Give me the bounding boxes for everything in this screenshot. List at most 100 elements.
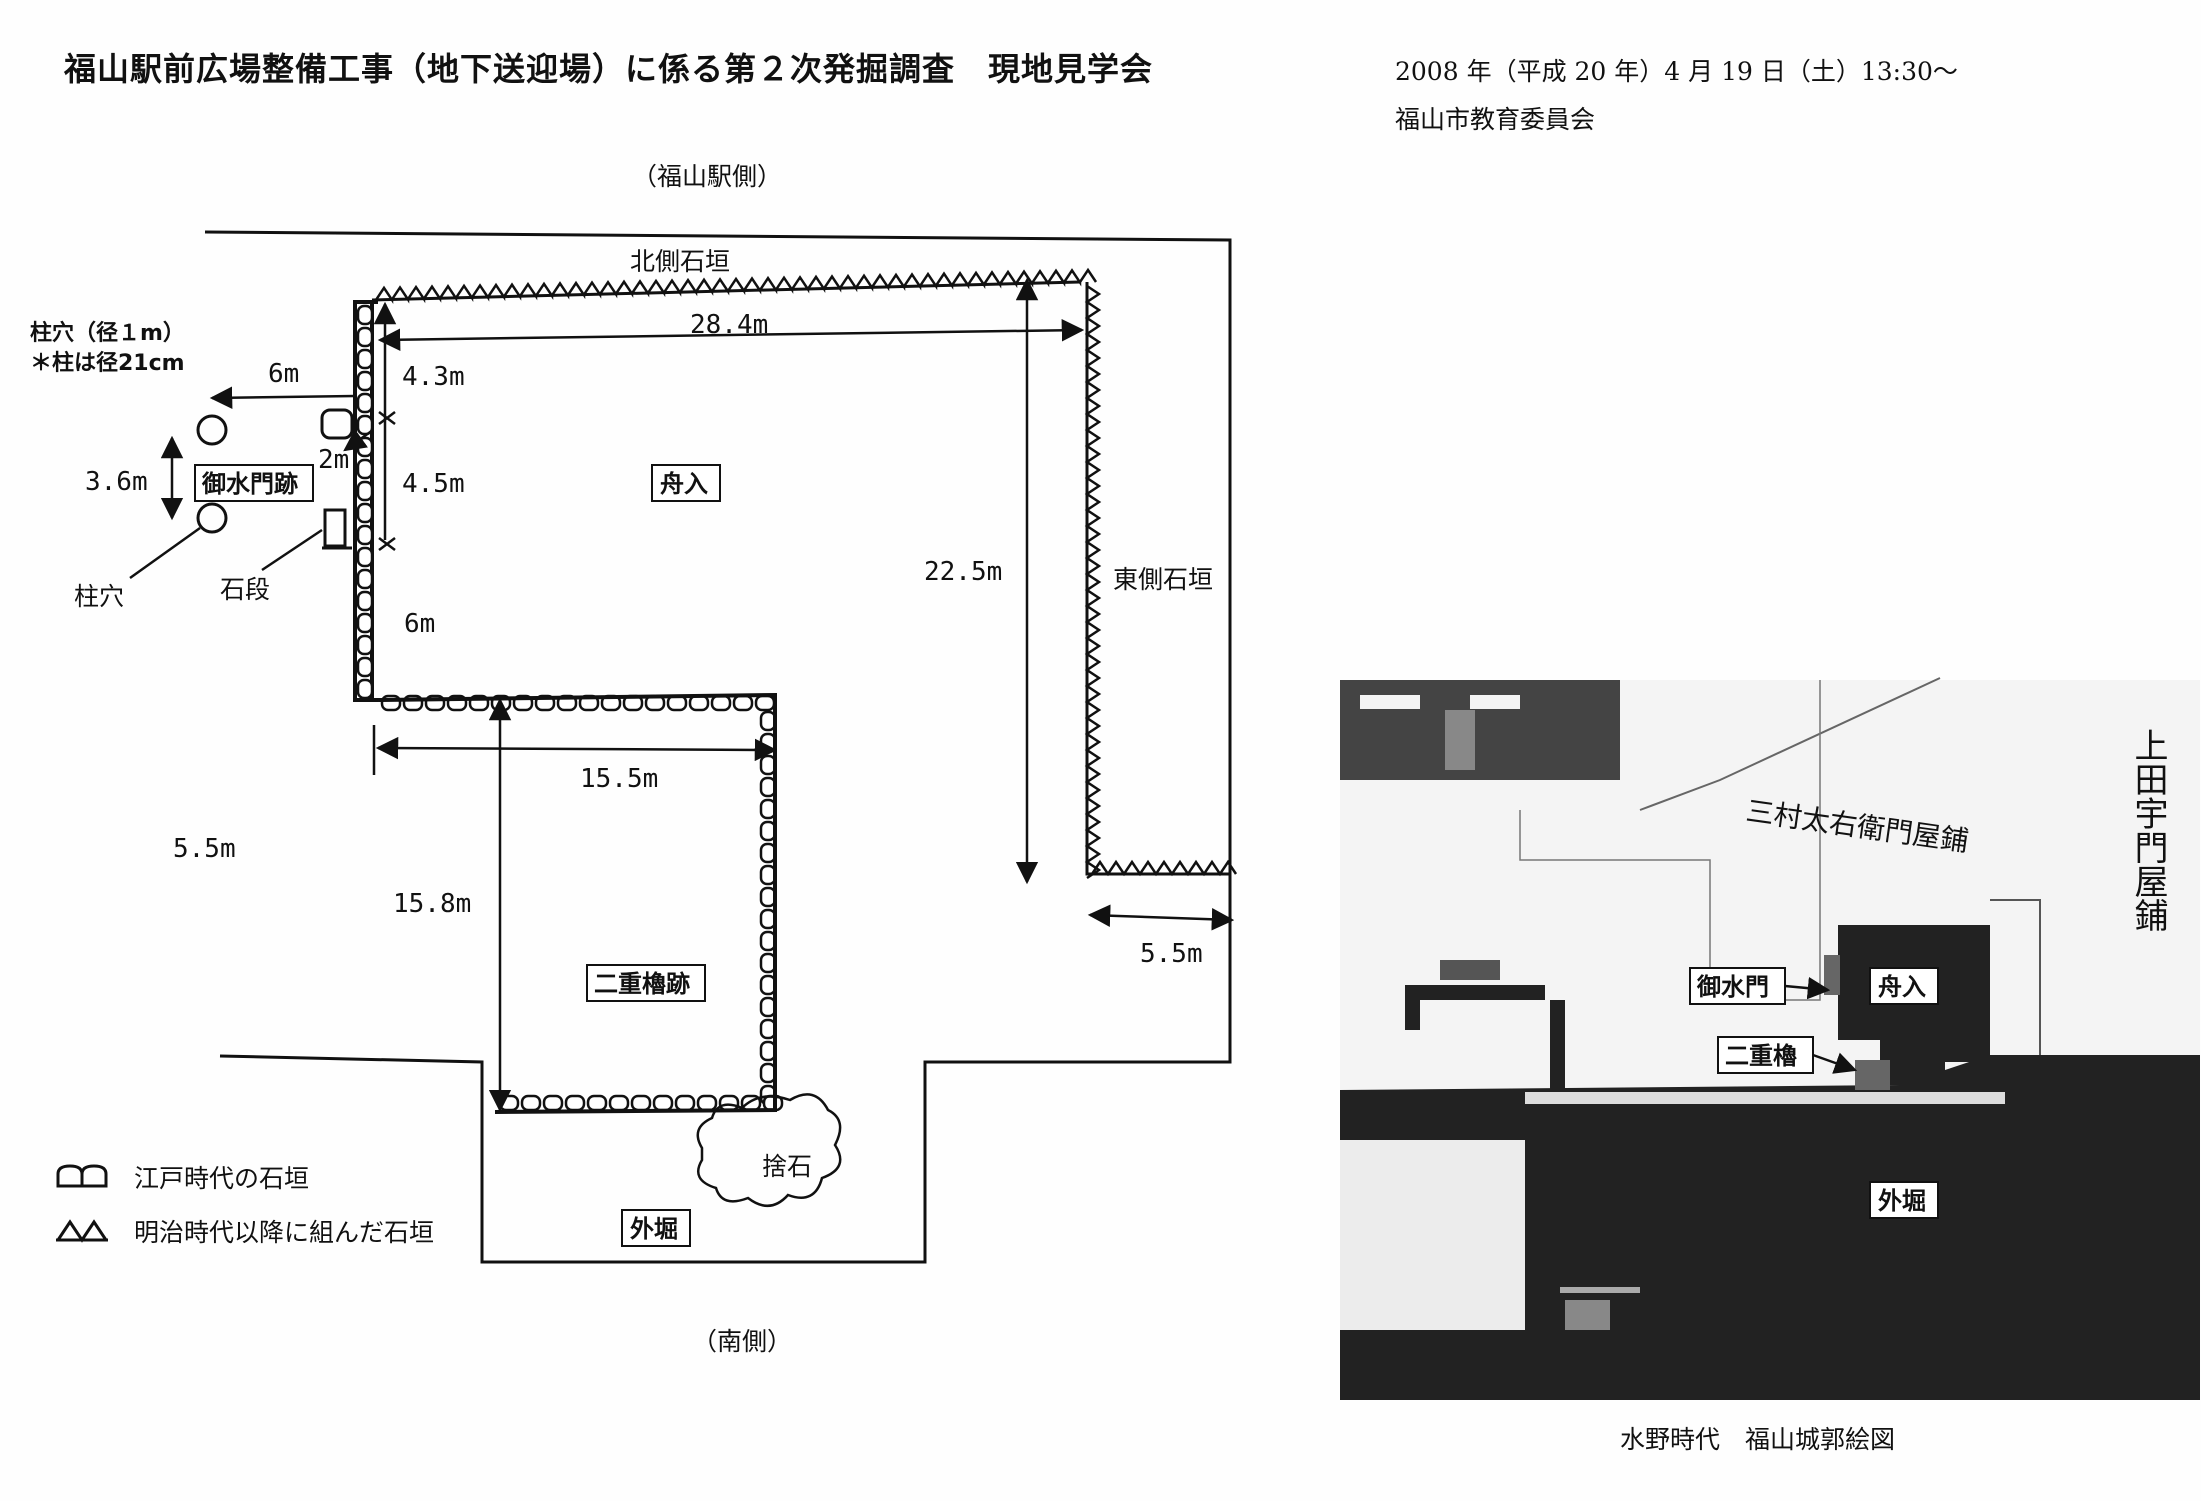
edo-wall-west [353, 300, 378, 702]
edo-stone [759, 798, 777, 820]
edo-stone [759, 776, 777, 798]
meiji-wall-north [371, 280, 1081, 302]
edo-stone [356, 590, 374, 612]
legend: 江戸時代の石垣 明治時代以降に組んだ石垣 [56, 1164, 434, 1247]
edo-stone [356, 568, 374, 590]
edo-stone [356, 348, 374, 370]
edo-stone [630, 1094, 652, 1112]
meiji-triangle [374, 267, 1098, 305]
east-wall-label: 東側石垣 [1113, 565, 1213, 594]
gomizumon-label: 御水門跡 [201, 470, 298, 498]
pillar-holes [196, 414, 228, 534]
dim-3-6: 3.6m [85, 467, 148, 497]
edo-stone [759, 1018, 777, 1040]
edo-stone [356, 326, 374, 348]
edo-stone [732, 694, 754, 712]
meiji-triangle [1090, 859, 1238, 877]
edo-stone [356, 678, 374, 700]
dimension-ticks [378, 411, 396, 551]
edo-legend-symbol [56, 1164, 108, 1188]
edo-stone [542, 1094, 564, 1112]
dim-5-5-left: 5.5m [173, 834, 236, 864]
area-box-sotobori: 外堀 [621, 1209, 691, 1247]
nijuyagura-label: 二重櫓跡 [594, 970, 690, 998]
dim-4-3: 4.3m [402, 362, 465, 392]
south-side-label: （南側） [692, 1327, 792, 1356]
map-label-sotobori: 外堀 [1869, 1181, 1939, 1219]
event-date: 2008 年（平成 20 年）4 月 19 日（土）13:30～ [1395, 57, 1958, 86]
edo-stone [586, 1094, 608, 1112]
map-label-funairi: 舟入 [1869, 967, 1939, 1005]
edo-stone [674, 1094, 696, 1112]
pillar-hole-label: 柱穴 [74, 582, 124, 611]
map-nijuyagura-text: 二重櫓 [1725, 1042, 1797, 1070]
map-nijuyagura-block [1855, 1060, 1890, 1090]
edo-stone [356, 458, 374, 480]
edo-stone [759, 1062, 777, 1084]
edo-stone [759, 886, 777, 908]
sotobori-label: 外堀 [630, 1215, 678, 1243]
legend-meiji: 明治時代以降に組んだ石垣 [134, 1218, 434, 1247]
map-funairi-text: 舟入 [1878, 973, 1926, 1001]
meiji-triangle [1084, 284, 1102, 880]
pillar-note: ＊柱は径21cm [30, 350, 185, 376]
edo-stone [759, 1040, 777, 1062]
edo-stone [356, 524, 374, 546]
edo-stone [356, 370, 374, 392]
north-wall-label: 北側石垣 [630, 247, 730, 276]
map-label-gomizumon: 御水門 [1689, 967, 1831, 1005]
stone-steps-symbol [320, 408, 354, 550]
funairi-label: 舟入 [660, 470, 708, 498]
site-boundary [204, 230, 1232, 1264]
area-box-gomizumon: 御水門跡 [194, 464, 314, 502]
edo-stone [564, 1094, 586, 1112]
edo-stone [356, 480, 374, 502]
edo-stone [356, 656, 374, 678]
edo-stone [759, 754, 777, 776]
dim-15-5: 15.5m [580, 764, 658, 794]
map-sotobori-text: 外堀 [1878, 1187, 1926, 1215]
edo-stone [759, 710, 777, 732]
edo-stone-pattern [356, 304, 784, 1112]
north-side-label: （福山駅側） [632, 162, 782, 191]
stone-steps-label: 石段 [220, 575, 270, 604]
edo-stone [520, 1094, 542, 1112]
dimension-lines [160, 277, 1235, 1113]
page-title: 福山駅前広場整備工事（地下送迎場）に係る第２次発掘調査 現地見学会 [64, 50, 1154, 88]
leader-lines [129, 526, 323, 580]
pillar-hole-size-label: 柱穴（径１m） [30, 320, 185, 346]
edo-stone [759, 974, 777, 996]
edo-stone [356, 546, 374, 568]
area-box-nijuyagura: 二重櫓跡 [586, 964, 706, 1002]
edo-stone [759, 930, 777, 952]
organizer: 福山市教育委員会 [1395, 105, 1596, 134]
edo-stone [356, 634, 374, 656]
dim-6-top: 6m [268, 359, 299, 389]
edo-stone [718, 1094, 740, 1112]
discarded-stone-cloud [696, 1093, 842, 1207]
map-gomizumon-text: 御水門 [1696, 973, 1769, 1001]
edo-stone [696, 1094, 718, 1112]
edo-stone [759, 908, 777, 930]
edo-stone [754, 694, 776, 712]
discarded-stones-label: 捨石 [762, 1152, 812, 1181]
edo-stone [759, 864, 777, 886]
meiji-legend-symbol [56, 1219, 108, 1243]
edo-wall-nijuyagura [377, 692, 777, 1114]
edo-stone [759, 996, 777, 1018]
edo-stone [710, 694, 732, 712]
dim-28-4: 28.4m [690, 310, 768, 340]
dim-22-5: 22.5m [924, 557, 1002, 587]
dim-5-5-right: 5.5m [1140, 939, 1203, 969]
legend-edo: 江戸時代の石垣 [134, 1164, 309, 1193]
edo-stone [652, 1094, 674, 1112]
map-caption: 水野時代 福山城郭絵図 [1620, 1425, 1895, 1454]
dim-2: 2m [318, 445, 349, 475]
edo-stone [498, 1094, 520, 1112]
area-box-funairi: 舟入 [651, 464, 721, 502]
edo-stone [356, 502, 374, 524]
edo-stone [608, 1094, 630, 1112]
dim-6-mid: 6m [404, 609, 435, 639]
edo-stone [356, 612, 374, 634]
